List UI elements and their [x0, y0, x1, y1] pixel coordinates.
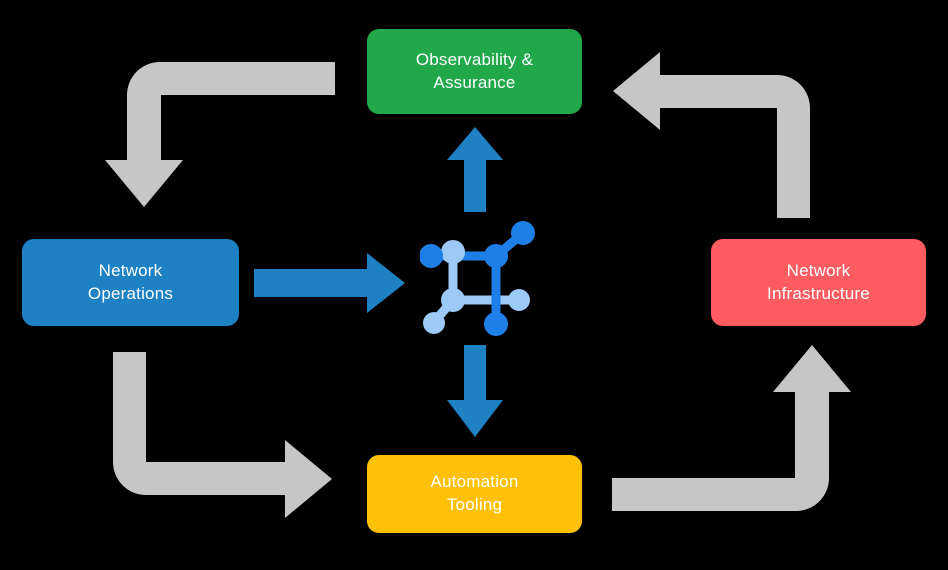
blue-arrow-center-to-automation [447, 345, 503, 437]
node-network-operations[interactable]: Network Operations [22, 239, 239, 326]
topology-dark-nodes [420, 221, 535, 336]
gray-arrow-automation-to-infrastructure [612, 345, 851, 511]
blue-arrow-center-to-observability [447, 127, 503, 212]
node-network-operations-label: Network Operations [87, 260, 174, 303]
node-automation-tooling-label: Automation Tooling [430, 472, 519, 514]
node-observability-assurance[interactable]: Observability & Assurance [367, 29, 582, 114]
network-topology-icon [420, 221, 535, 336]
node-automation-tooling[interactable]: Automation Tooling [367, 455, 582, 533]
gray-arrow-infrastructure-to-observability [613, 52, 810, 218]
blue-arrow-operations-to-center [254, 253, 405, 313]
gray-arrow-observability-to-operations [105, 62, 335, 207]
topology-light-nodes [423, 240, 530, 334]
node-network-infrastructure-label: Network Infrastructure [767, 260, 870, 303]
node-network-infrastructure[interactable]: Network Infrastructure [711, 239, 926, 326]
topology-light-edges [429, 251, 522, 327]
gray-arrow-operations-to-automation [113, 352, 332, 518]
node-observability-label: Observability & Assurance [415, 49, 534, 92]
